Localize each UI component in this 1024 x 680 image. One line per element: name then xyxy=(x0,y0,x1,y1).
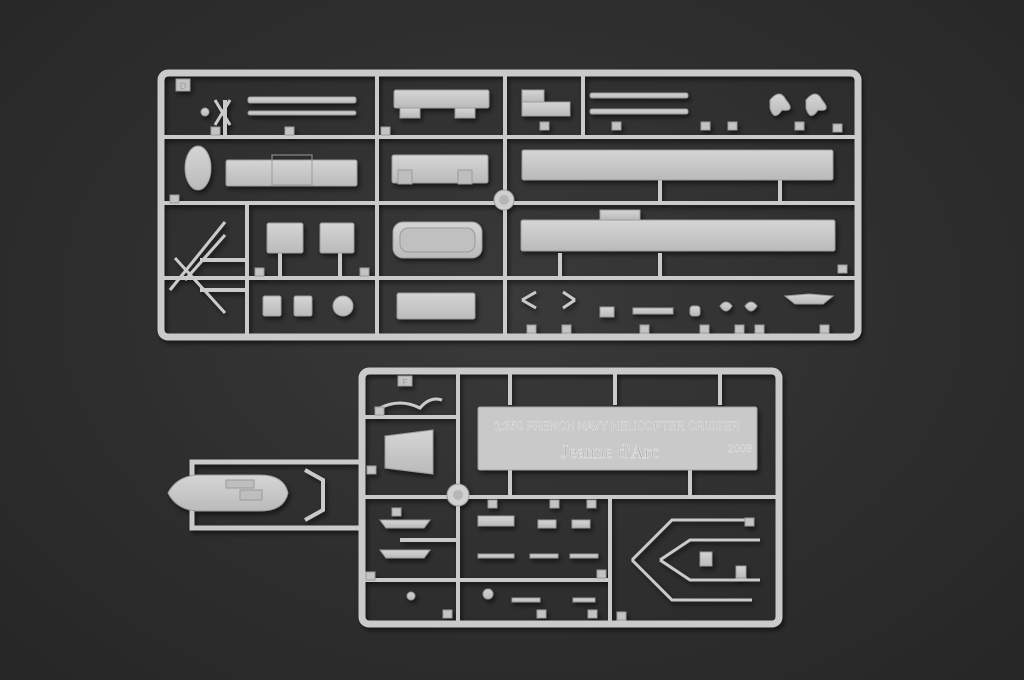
upper-number-tabs xyxy=(169,121,848,334)
upper-sprue-label: D xyxy=(180,81,187,91)
lower-sprue: 1:350 FRENCH NAVY HELICOPTER CRUISER Jea… xyxy=(167,367,783,628)
lower-sprue-label: F xyxy=(403,378,408,387)
upper-row4-parts xyxy=(262,290,835,320)
upper-sprue-runners xyxy=(164,76,855,335)
upper-sprue-frame xyxy=(157,69,862,341)
upper-sprue: D xyxy=(157,69,862,341)
lower-parts xyxy=(379,397,760,603)
lower-sprue-letter-tab xyxy=(397,375,413,387)
upper-row2-parts xyxy=(184,145,834,191)
plate-line-1: 1:350 FRENCH NAVY HELICOPTER CRUISER xyxy=(495,421,740,433)
upper-row3-parts xyxy=(168,209,836,315)
upper-sprue-letter-tab xyxy=(175,78,191,92)
plate-line-2: Jeanne d'Arc xyxy=(561,442,659,463)
upper-row1-parts xyxy=(200,89,827,126)
plate-year: 2008 xyxy=(728,443,752,455)
title-plate: 1:350 FRENCH NAVY HELICOPTER CRUISER Jea… xyxy=(477,406,758,471)
side-attachment xyxy=(167,459,365,531)
lower-number-tabs xyxy=(365,406,755,621)
